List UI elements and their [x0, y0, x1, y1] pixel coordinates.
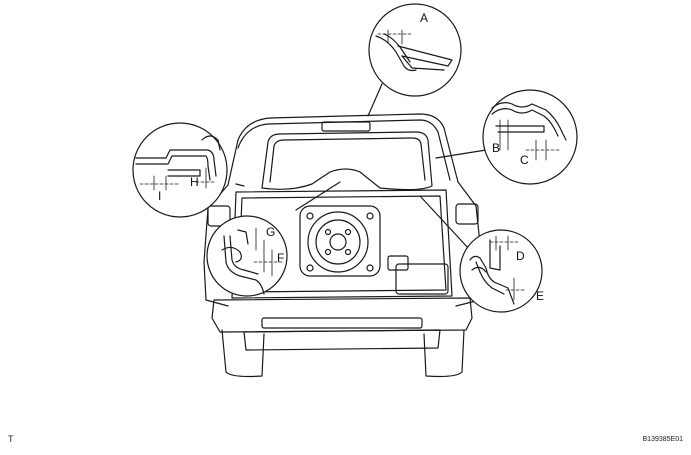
callout-c: C	[520, 153, 529, 167]
figure-code: B139385E01	[642, 436, 683, 443]
callout-b: B	[492, 141, 500, 155]
callout-e: E	[536, 289, 544, 303]
detail-bubble-a	[368, 3, 462, 97]
vehicle-body	[203, 113, 483, 378]
callout-d: D	[516, 249, 525, 263]
callout-h: H	[190, 175, 199, 189]
callout-i: I	[158, 189, 161, 203]
detail-bubble-hi	[132, 122, 228, 218]
detail-bubble-de	[459, 229, 543, 313]
footer-left-mark: T	[8, 434, 14, 444]
callout-a: A	[420, 11, 428, 25]
callout-g: G	[266, 225, 275, 239]
leader-lines	[235, 83, 487, 251]
detail-bubble-bc	[482, 89, 578, 185]
callout-f: F	[277, 251, 284, 265]
spare-tire	[299, 205, 381, 277]
detail-bubble-fg	[206, 215, 288, 297]
